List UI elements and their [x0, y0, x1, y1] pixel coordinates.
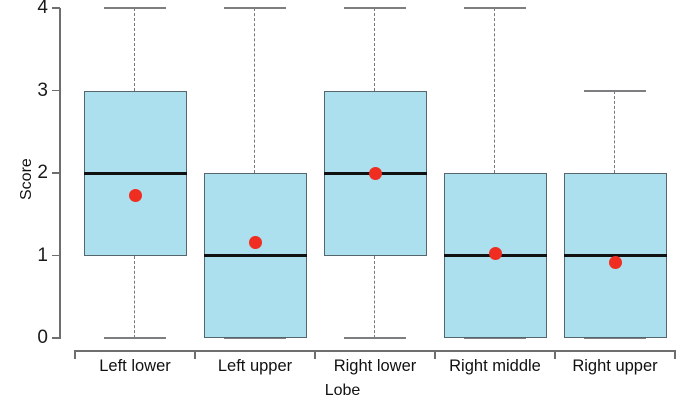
upper-whisker-cap-right-upper	[584, 89, 646, 92]
upper-whisker-left-lower	[134, 8, 136, 91]
y-tick-3	[52, 89, 60, 92]
x-tick-4	[554, 350, 556, 359]
upper-whisker-cap-left-lower	[104, 7, 166, 9]
median-line-left-lower	[83, 171, 187, 175]
y-tick-1	[52, 254, 60, 257]
x-tick-3	[434, 350, 436, 359]
x-tick-label-left-lower: Left lower	[99, 357, 171, 375]
upper-whisker-cap-right-middle	[464, 7, 526, 9]
upper-whisker-left-upper	[254, 8, 256, 173]
x-tick-label-right-upper: Right upper	[572, 357, 658, 375]
lower-whisker-cap-left-upper	[224, 337, 286, 339]
lower-whisker-left-lower	[134, 255, 136, 338]
y-tick-0	[52, 337, 60, 339]
x-axis-title: Lobe	[324, 382, 361, 399]
y-tick-2	[52, 172, 60, 174]
upper-whisker-cap-right-lower	[344, 7, 406, 9]
lower-whisker-cap-right-middle	[464, 337, 526, 339]
mean-marker-left-upper	[248, 235, 262, 249]
x-tick-0	[74, 350, 76, 359]
x-tick-label-right-lower: Right lower	[333, 357, 417, 375]
upper-whisker-right-lower	[374, 8, 376, 91]
y-tick-4	[52, 7, 60, 9]
lower-whisker-right-lower	[374, 255, 376, 338]
mean-marker-right-lower	[368, 166, 382, 180]
y-tick-label-0: 0	[37, 327, 48, 348]
median-line-left-upper	[203, 254, 307, 257]
mean-marker-right-middle	[488, 246, 502, 260]
lower-whisker-cap-right-upper	[584, 337, 646, 339]
y-tick-label-1: 1	[37, 244, 48, 266]
x-tick-5	[674, 350, 676, 359]
mean-marker-right-upper	[608, 256, 622, 270]
x-tick-label-left-upper: Left upper	[217, 357, 293, 375]
upper-whisker-right-upper	[614, 90, 616, 173]
x-axis-line	[75, 350, 675, 352]
x-tick-2	[314, 350, 316, 359]
lower-whisker-cap-right-lower	[344, 337, 406, 339]
lower-whisker-cap-left-lower	[104, 337, 166, 339]
y-tick-label-2: 2	[37, 162, 48, 183]
y-tick-label-3: 3	[37, 79, 48, 101]
median-line-right-upper	[563, 254, 667, 257]
y-tick-label-4: 4	[37, 0, 48, 18]
upper-whisker-right-middle	[494, 8, 496, 173]
x-tick-label-right-middle: Right middle	[449, 357, 541, 375]
mean-marker-left-lower	[128, 188, 142, 202]
upper-whisker-cap-left-upper	[224, 7, 286, 9]
x-tick-1	[194, 350, 196, 359]
